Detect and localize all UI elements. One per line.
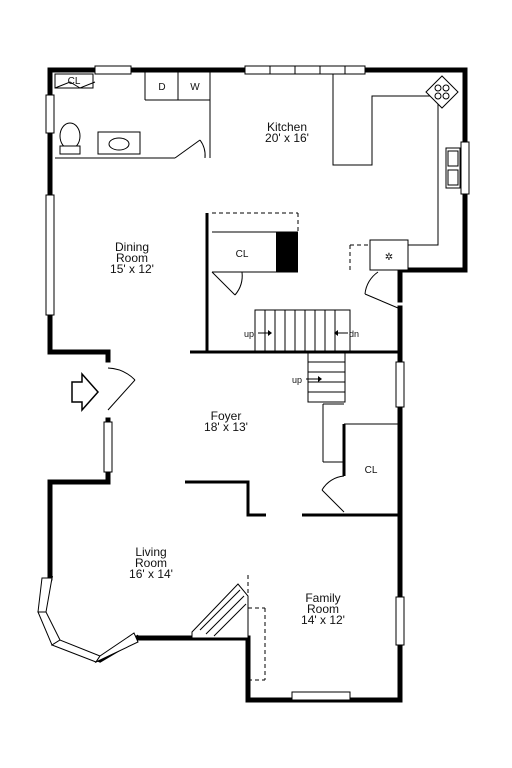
living-name-2: Room bbox=[135, 556, 167, 570]
living-name: Living bbox=[135, 545, 166, 559]
foyer-name: Foyer bbox=[211, 409, 242, 423]
closet-label-center: CL bbox=[236, 249, 249, 260]
staircase bbox=[215, 309, 400, 403]
stairs-down-label: dn bbox=[349, 329, 359, 339]
doors bbox=[107, 139, 399, 513]
bathroom-fixtures bbox=[54, 73, 141, 155]
foyer-dims: 18' x 13' bbox=[204, 420, 248, 434]
stairs-up-label: up bbox=[244, 329, 254, 339]
washer-label: W bbox=[190, 82, 200, 93]
family-name: Family bbox=[305, 591, 340, 605]
fridge-icon: ✲ bbox=[385, 252, 393, 263]
kitchen-sink-icon bbox=[445, 147, 461, 189]
bay-window bbox=[37, 574, 141, 664]
refrigerator bbox=[369, 239, 409, 271]
stove-icon bbox=[425, 75, 459, 109]
stairs-up-lower-label: up bbox=[292, 375, 302, 385]
family-dims: 14' x 12' bbox=[301, 613, 345, 627]
kitchen-name: Kitchen bbox=[267, 120, 307, 134]
chimney-block bbox=[276, 232, 298, 272]
kitchen-dims: 20' x 16' bbox=[265, 131, 309, 145]
kitchen-counters: ✲ bbox=[332, 72, 461, 271]
bathroom-sink-icon bbox=[97, 131, 141, 155]
entry-arrow-icon bbox=[71, 372, 100, 412]
windows bbox=[45, 65, 470, 701]
family-name-2: Room bbox=[307, 602, 339, 616]
fireplace bbox=[191, 583, 249, 639]
interior-walls bbox=[55, 70, 400, 681]
dryer-label: D bbox=[158, 82, 165, 93]
closet-label-right: CL bbox=[365, 465, 378, 476]
closet-label-top-left: CL bbox=[68, 76, 81, 87]
dining-name-2: Room bbox=[116, 251, 148, 265]
toilet-icon bbox=[59, 122, 81, 155]
dining-name: Dining bbox=[115, 240, 149, 254]
living-dims: 16' x 14' bbox=[129, 567, 173, 581]
dining-dims: 15' x 12' bbox=[110, 262, 154, 276]
